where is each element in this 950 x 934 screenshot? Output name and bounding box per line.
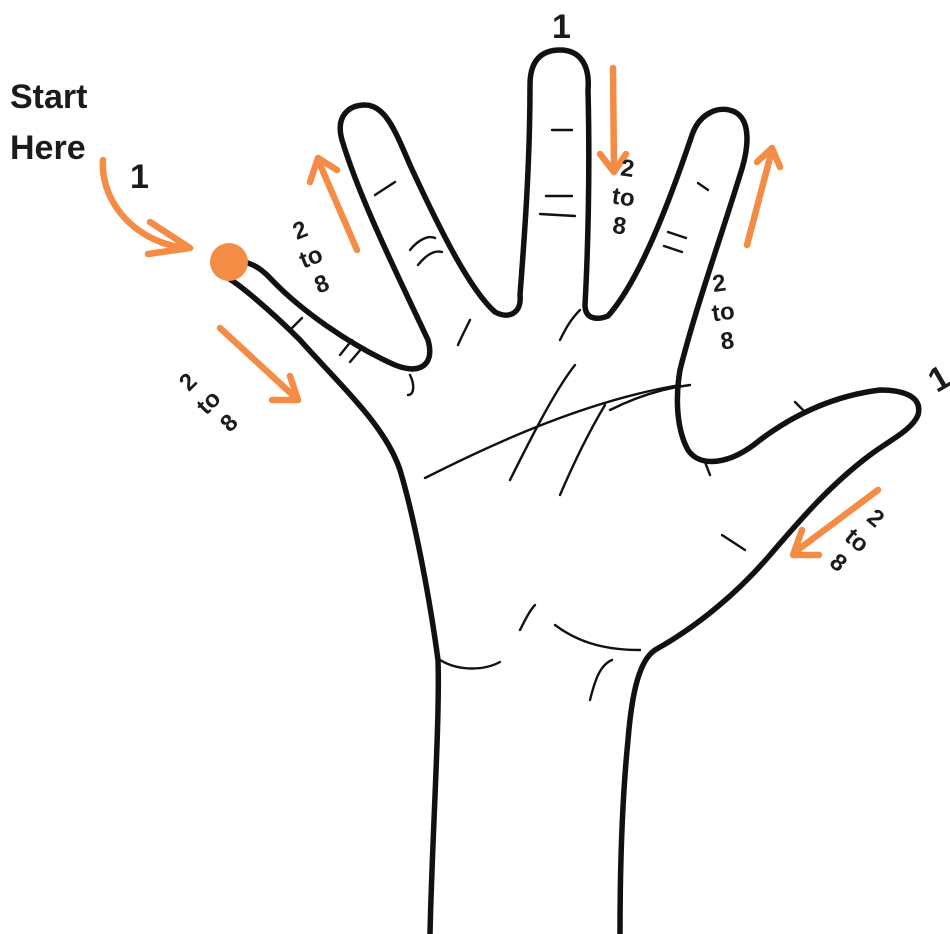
- palm-line: [560, 310, 580, 340]
- thumb-down-arrow: [220, 328, 298, 400]
- pinky-crease: [795, 402, 805, 412]
- wrist-line: [440, 660, 500, 669]
- range-from: 2: [614, 154, 640, 186]
- index-crease: [418, 252, 442, 265]
- thumb-crease: [350, 348, 362, 362]
- ring-crease: [664, 246, 682, 252]
- start-dot: [210, 243, 248, 281]
- range-word: to: [610, 182, 636, 214]
- ring-up-arrow: [747, 150, 772, 245]
- middle-down-arrow: [613, 68, 614, 170]
- palm-line: [722, 535, 745, 550]
- index-crease: [375, 182, 395, 195]
- thumb-crease: [290, 318, 302, 330]
- index-crease: [410, 237, 435, 250]
- count-one-thumb: 1: [130, 160, 149, 194]
- wrist-line: [408, 375, 413, 395]
- thumb-crease: [340, 340, 352, 355]
- palm-line: [555, 625, 640, 650]
- palm-line: [520, 605, 535, 630]
- start-line: Start: [10, 72, 87, 123]
- ring-crease: [668, 232, 686, 238]
- middle-crease: [540, 214, 575, 216]
- range-to: 8: [714, 326, 740, 358]
- ring-crease: [698, 183, 708, 190]
- palm-line: [510, 365, 575, 480]
- palm-line: [590, 660, 612, 700]
- here-line: Here: [10, 123, 87, 174]
- range-from: 2: [706, 269, 732, 301]
- palm-lines: [408, 310, 745, 700]
- palm-line: [458, 320, 470, 345]
- start-here-label: Start Here: [10, 72, 87, 174]
- count-one-middle: 1: [552, 10, 571, 44]
- range-word: to: [710, 297, 736, 329]
- palm-line: [560, 405, 605, 495]
- range-to: 8: [606, 211, 632, 243]
